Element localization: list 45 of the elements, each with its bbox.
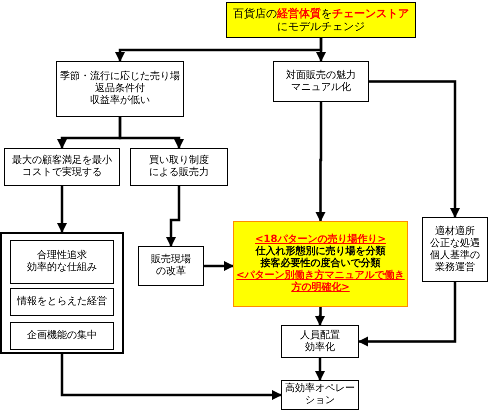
connector-arrow [315,307,325,326]
box-text: 最大の顧客満足を最小コストで実現する [11,155,113,179]
box-text: 買い取り制度による販売力 [148,155,210,179]
box-text: 返品条件付 [95,83,145,94]
process-box [10,322,114,350]
box-text: 合理性追求 [37,250,87,262]
box-text: 百貨店の経営体質をチェーンストアにモデルチェンジ [232,6,410,34]
box-text: 季節・流行に応じた売り場 [60,71,180,82]
connector-arrow [315,358,325,381]
box-text: 収益率が低い [90,95,150,107]
highlight-box [226,2,416,38]
connector-arrow [369,80,460,218]
box-text: 公正な処遇 [430,238,480,250]
box-text: 情報をとらえた経営 [17,296,107,308]
process-box [130,148,228,186]
box-text: 高効率オペレーション [284,383,356,407]
process-box [281,325,359,358]
box-text: <パターン別働き方マニュアルで働き方の明確化> [236,270,405,294]
process-box [422,217,488,282]
box-text: 企画機能の集中 [27,330,97,342]
box-text: 販売現場の改革 [150,254,192,278]
process-box [138,246,204,286]
connector-arrow [316,102,326,222]
box-text: 適材適所 [435,226,475,238]
box-text: <18パターンの売り場作り> [255,234,386,246]
connector-arrow [60,354,282,400]
connector-arrow [57,186,67,233]
connector-arrow [204,261,234,271]
highlight-box [233,221,408,307]
connector-arrow [118,117,184,149]
process-box [10,288,114,316]
process-box [273,61,369,102]
connector-arrow [358,282,456,346]
box-text: 効率的な仕組み [27,262,97,274]
process-box [56,61,184,117]
box-text: 接客必要性の度合いで分類 [260,258,380,269]
connector-arrow [316,38,326,62]
connector-arrow [166,186,180,247]
group-frame [0,232,124,354]
box-text: 仕入れ形態別に売り場を分類 [256,246,386,257]
box-text: 対面販売の魅力マニュアル化 [285,70,357,94]
process-box [4,148,120,186]
box-text: 人員配置効率化 [299,330,341,354]
process-box [10,240,114,284]
box-text: 個人基準の業務運営 [429,250,481,274]
